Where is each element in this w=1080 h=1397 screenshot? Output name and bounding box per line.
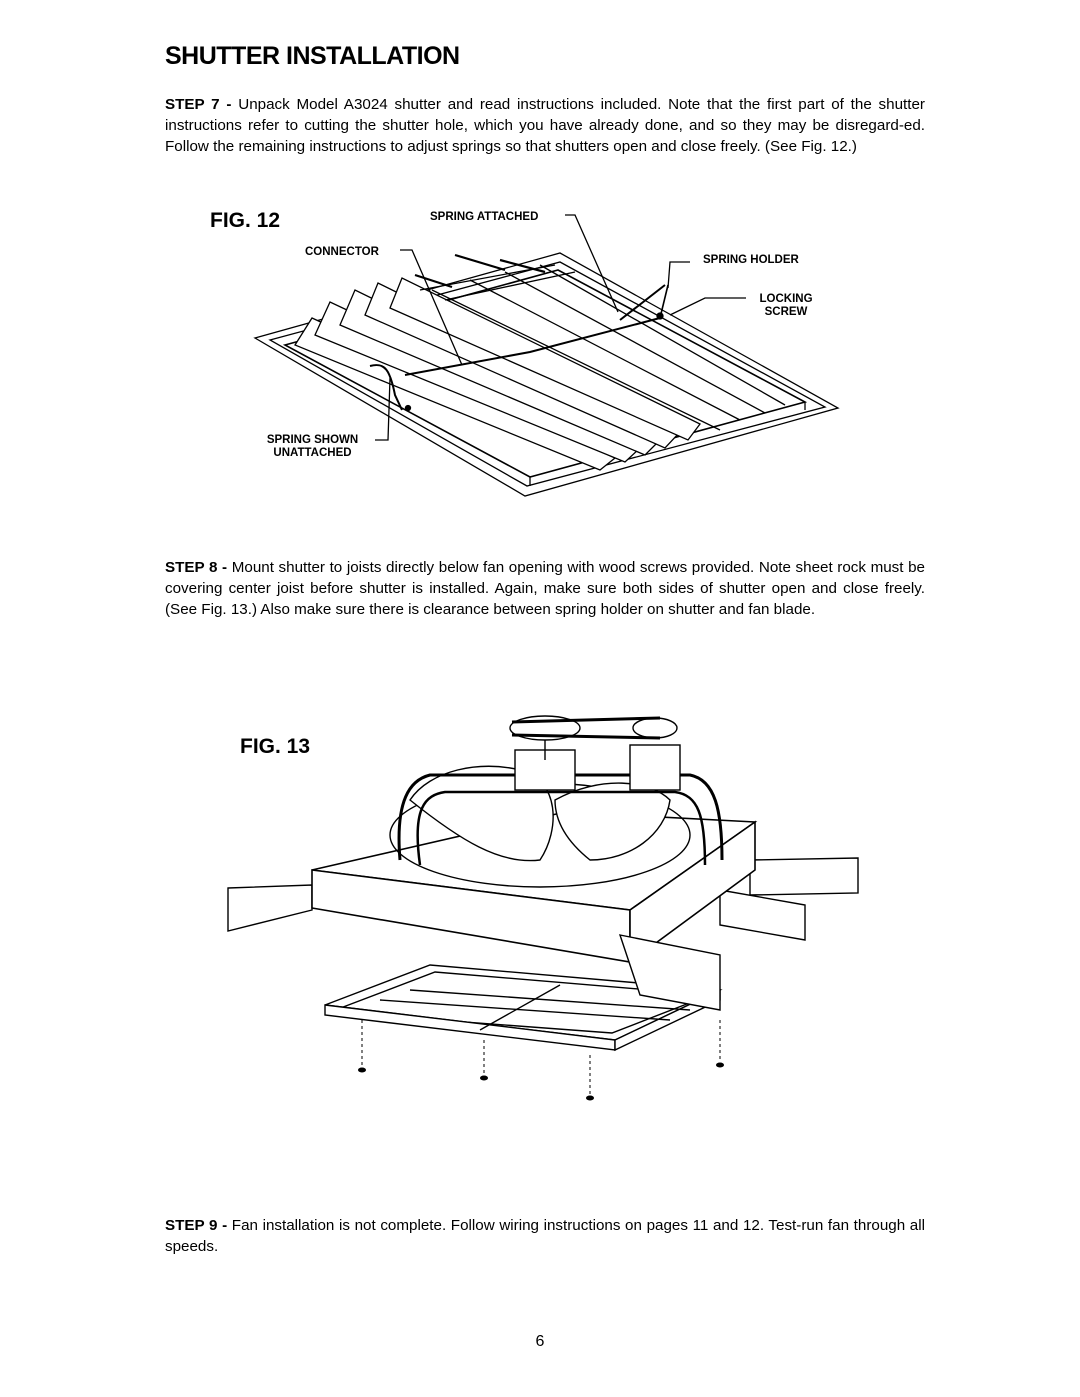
callout-connector: CONNECTOR bbox=[305, 246, 379, 258]
step-8-text: Mount shutter to joists directly below f… bbox=[165, 559, 925, 618]
callout-spring-holder: SPRING HOLDER bbox=[703, 254, 799, 266]
callout-locking-screw: LOCKING SCREW bbox=[752, 293, 820, 319]
step-8-paragraph: STEP 8 - Mount shutter to joists directl… bbox=[165, 557, 925, 620]
step-7-label: STEP 7 - bbox=[165, 96, 232, 113]
callout-spring-shown-line1: SPRING SHOWN bbox=[266, 434, 359, 446]
callout-locking-line2: SCREW bbox=[764, 306, 808, 318]
page-title: SHUTTER INSTALLATION bbox=[165, 42, 460, 70]
callout-spring-shown-line2: UNATTACHED bbox=[273, 447, 352, 459]
callout-spring-attached: SPRING ATTACHED bbox=[430, 211, 539, 223]
step-9-label: STEP 9 - bbox=[165, 1217, 228, 1234]
step-7-paragraph: STEP 7 - Unpack Model A3024 shutter and … bbox=[165, 94, 925, 157]
callout-spring-shown-unattached: SPRING SHOWN UNATTACHED bbox=[250, 434, 375, 460]
fig-13-label: FIG. 13 bbox=[240, 735, 311, 758]
step-9-paragraph: STEP 9 - Fan installation is not complet… bbox=[165, 1215, 925, 1257]
step-7-text: Unpack Model A3024 shutter and read inst… bbox=[165, 96, 925, 155]
callout-locking-line1: LOCKING bbox=[759, 293, 813, 305]
step-8-label: STEP 8 - bbox=[165, 559, 228, 576]
page-number: 6 bbox=[535, 1333, 545, 1350]
fig-12-label: FIG. 12 bbox=[210, 209, 281, 232]
fig-12-shutter-drawing bbox=[253, 214, 840, 497]
step-9-text: Fan installation is not complete. Follow… bbox=[165, 1217, 925, 1255]
